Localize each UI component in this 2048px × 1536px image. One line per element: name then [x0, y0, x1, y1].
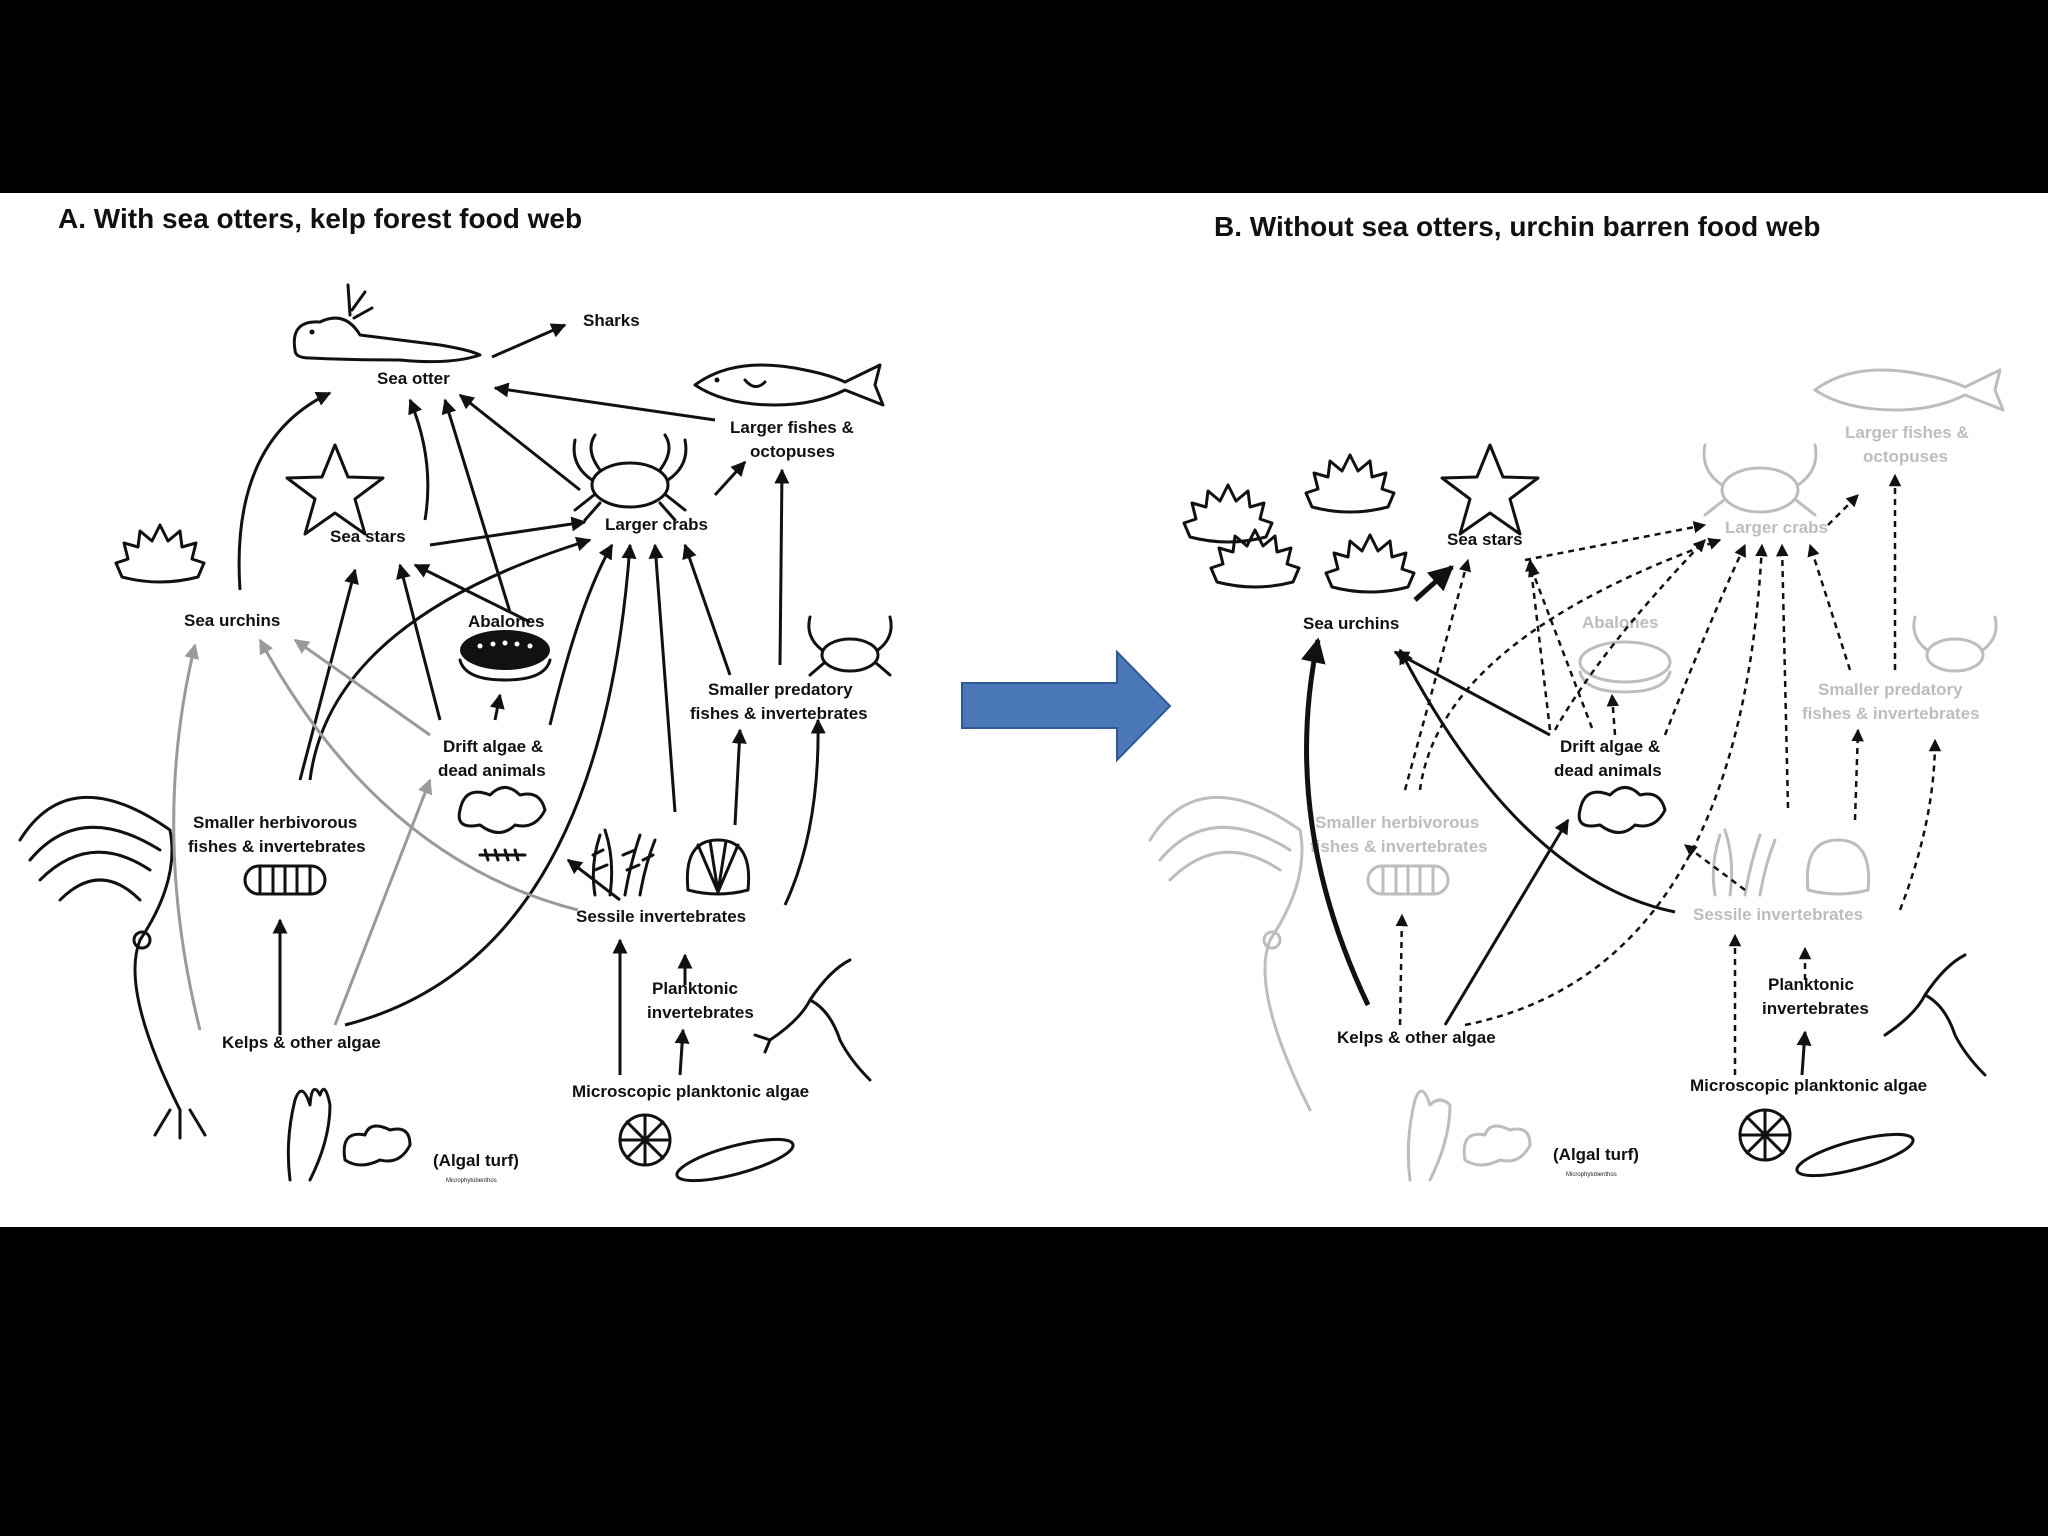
kelp-icon	[1148, 796, 1312, 1112]
panel-a: A. With sea otters, kelp forest food web	[18, 203, 893, 1184]
node-smaller-predatory-2: fishes & invertebrates	[690, 704, 868, 723]
node-smaller-herbivorous-1: Smaller herbivorous	[1315, 813, 1479, 832]
node-planktonic-2: invertebrates	[1762, 999, 1869, 1018]
fish-icon	[1813, 368, 2005, 412]
scallop-shell-icon	[685, 838, 751, 896]
crab-icon	[1702, 443, 1818, 517]
abalone-icon	[458, 630, 552, 682]
sea-otter-icon	[292, 283, 482, 364]
sea-urchin-icon	[1324, 533, 1416, 594]
abalone-icon	[1578, 640, 1672, 694]
panel-a-arrows	[172, 323, 826, 1076]
panel-b-title: B. Without sea otters, urchin barren foo…	[1214, 211, 1820, 242]
panel-b: B. Without sea otters, urchin barren foo…	[1148, 211, 2005, 1182]
node-drift-algae-1: Drift algae &	[443, 737, 543, 756]
node-smaller-herbivorous-1: Smaller herbivorous	[193, 813, 357, 832]
planktonic-invertebrate-icon	[753, 958, 872, 1082]
node-sea-urchins: Sea urchins	[184, 611, 280, 630]
drift-algae-icon	[1577, 786, 1667, 834]
node-sea-urchins: Sea urchins	[1303, 614, 1399, 633]
node-drift-algae-2: dead animals	[1554, 761, 1662, 780]
node-sea-stars: Sea stars	[330, 527, 406, 546]
node-larger-fishes-1: Larger fishes &	[730, 418, 854, 437]
node-smaller-predatory-1: Smaller predatory	[1818, 680, 1963, 699]
crab-icon	[1912, 615, 1998, 673]
node-drift-algae-1: Drift algae &	[1560, 737, 1660, 756]
sea-urchin-icon	[114, 523, 206, 584]
sea-urchin-icon	[1182, 483, 1274, 544]
sessile-invertebrates-icon	[1711, 828, 1777, 897]
node-smaller-predatory-2: fishes & invertebrates	[1802, 704, 1980, 723]
sea-urchin-icon	[1304, 453, 1396, 514]
crab-icon	[572, 433, 688, 522]
node-planktonic-2: invertebrates	[647, 1003, 754, 1022]
diatom-icon	[1738, 1108, 1915, 1178]
node-drift-algae-2: dead animals	[438, 761, 546, 780]
sea-urchin-icon	[1209, 528, 1301, 589]
node-larger-fishes-2: octopuses	[750, 442, 835, 461]
node-algal-turf-sub: Microphytobenthos	[446, 1178, 497, 1184]
panel-a-title: A. With sea otters, kelp forest food web	[58, 203, 582, 234]
node-sessile: Sessile invertebrates	[1693, 905, 1863, 924]
sea-star-icon	[1440, 443, 1540, 536]
drift-algae-icon	[457, 786, 547, 862]
node-kelps: Kelps & other algae	[222, 1033, 381, 1052]
planktonic-invertebrate-icon	[1883, 953, 1987, 1077]
node-algal-turf: (Algal turf)	[433, 1151, 519, 1170]
node-sea-otter: Sea otter	[377, 369, 450, 388]
node-larger-crabs: Larger crabs	[605, 515, 708, 534]
right-arrow-icon	[961, 649, 1172, 763]
node-micro-algae: Microscopic planktonic algae	[572, 1082, 809, 1101]
isopod-icon	[1366, 864, 1450, 896]
node-sessile: Sessile invertebrates	[576, 907, 746, 926]
algae-turf-icon	[286, 1087, 412, 1182]
node-algal-turf-sub: Microphytobenthos	[1566, 1172, 1617, 1178]
sessile-invertebrates-icon	[591, 828, 657, 897]
node-planktonic-1: Planktonic	[1768, 975, 1854, 994]
isopod-icon	[243, 864, 327, 896]
algae-turf-icon	[1406, 1089, 1532, 1182]
node-abalones: Abalones	[1582, 613, 1659, 632]
node-smaller-herbivorous-2: fishes & invertebrates	[188, 837, 366, 856]
kelp-icon	[18, 796, 207, 1140]
node-planktonic-1: Planktonic	[652, 979, 738, 998]
node-algal-turf: (Algal turf)	[1553, 1145, 1639, 1164]
node-micro-algae: Microscopic planktonic algae	[1690, 1076, 1927, 1095]
fish-icon	[693, 363, 885, 407]
node-larger-fishes-1: Larger fishes &	[1845, 423, 1969, 442]
node-larger-crabs: Larger crabs	[1725, 518, 1828, 537]
node-larger-fishes-2: octopuses	[1863, 447, 1948, 466]
crab-icon	[807, 615, 893, 677]
diatom-icon	[618, 1113, 795, 1183]
node-abalones: Abalones	[468, 612, 545, 631]
panel-b-arrows	[1301, 473, 1942, 1076]
node-kelps: Kelps & other algae	[1337, 1028, 1496, 1047]
node-smaller-herbivorous-2: fishes & invertebrates	[1310, 837, 1488, 856]
node-sharks: Sharks	[583, 311, 640, 330]
node-smaller-predatory-1: Smaller predatory	[708, 680, 853, 699]
sea-star-icon	[285, 443, 385, 536]
scallop-shell-icon	[1805, 838, 1871, 896]
node-sea-stars: Sea stars	[1447, 530, 1523, 549]
